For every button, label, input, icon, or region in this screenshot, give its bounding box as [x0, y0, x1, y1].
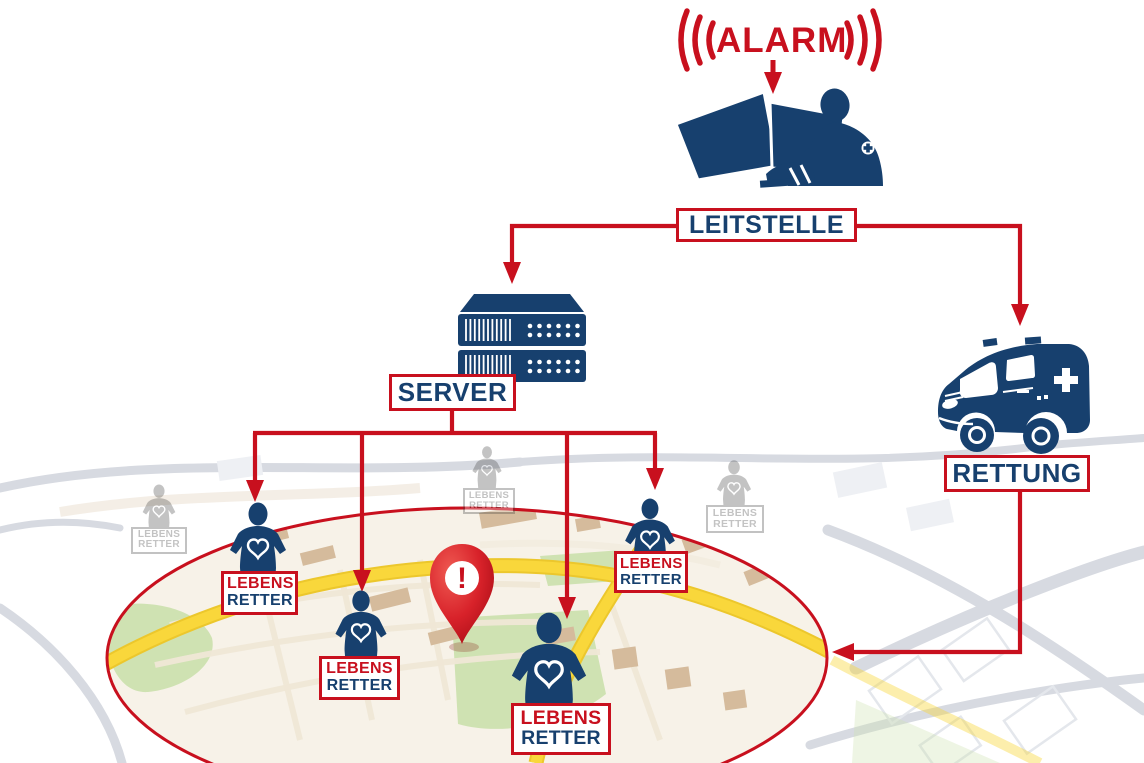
lifesaver-label: LEBENS RETTER	[221, 571, 298, 616]
lifesaver-label: LEBENS RETTER	[463, 488, 515, 514]
coverage-ellipse	[105, 506, 829, 763]
lifesaver-label: LEBENS RETTER	[511, 703, 611, 755]
server-icon	[458, 294, 586, 382]
dispatcher-icon	[674, 88, 883, 188]
heart-icon	[152, 505, 166, 519]
heart-icon	[640, 530, 660, 550]
cross-icon	[964, 348, 978, 362]
exclamation-icon: !	[457, 562, 467, 595]
ambulance-icon	[938, 336, 1090, 454]
server-label: SERVER	[389, 374, 516, 411]
lifesaver-label: LEBENS RETTER	[706, 505, 764, 533]
lifesaver-label: LEBENS RETTER	[131, 527, 187, 554]
arrow-leitstelle-to-rettung	[857, 223, 1029, 326]
heart-icon	[481, 464, 493, 477]
leitstelle-label: LEITSTELLE	[676, 208, 857, 242]
lifesaver-label: LEBENS RETTER	[614, 551, 688, 594]
arrow-rettung-to-map	[832, 492, 1023, 661]
rettung-label: RETTUNG	[944, 455, 1090, 492]
lifesaver-icon	[472, 446, 502, 494]
alarm-label: ALARM	[716, 21, 848, 60]
map-pin-icon: !	[430, 544, 494, 652]
arrow-leitstelle-to-server	[503, 223, 678, 284]
sound-waves-icon	[678, 8, 882, 72]
heart-icon	[350, 623, 372, 644]
lifesaver-label: LEBENS RETTER	[319, 656, 400, 701]
cross-icon	[1054, 368, 1078, 392]
heart-icon	[246, 538, 270, 561]
heart-icon	[727, 482, 741, 496]
heart-icon	[534, 660, 564, 690]
